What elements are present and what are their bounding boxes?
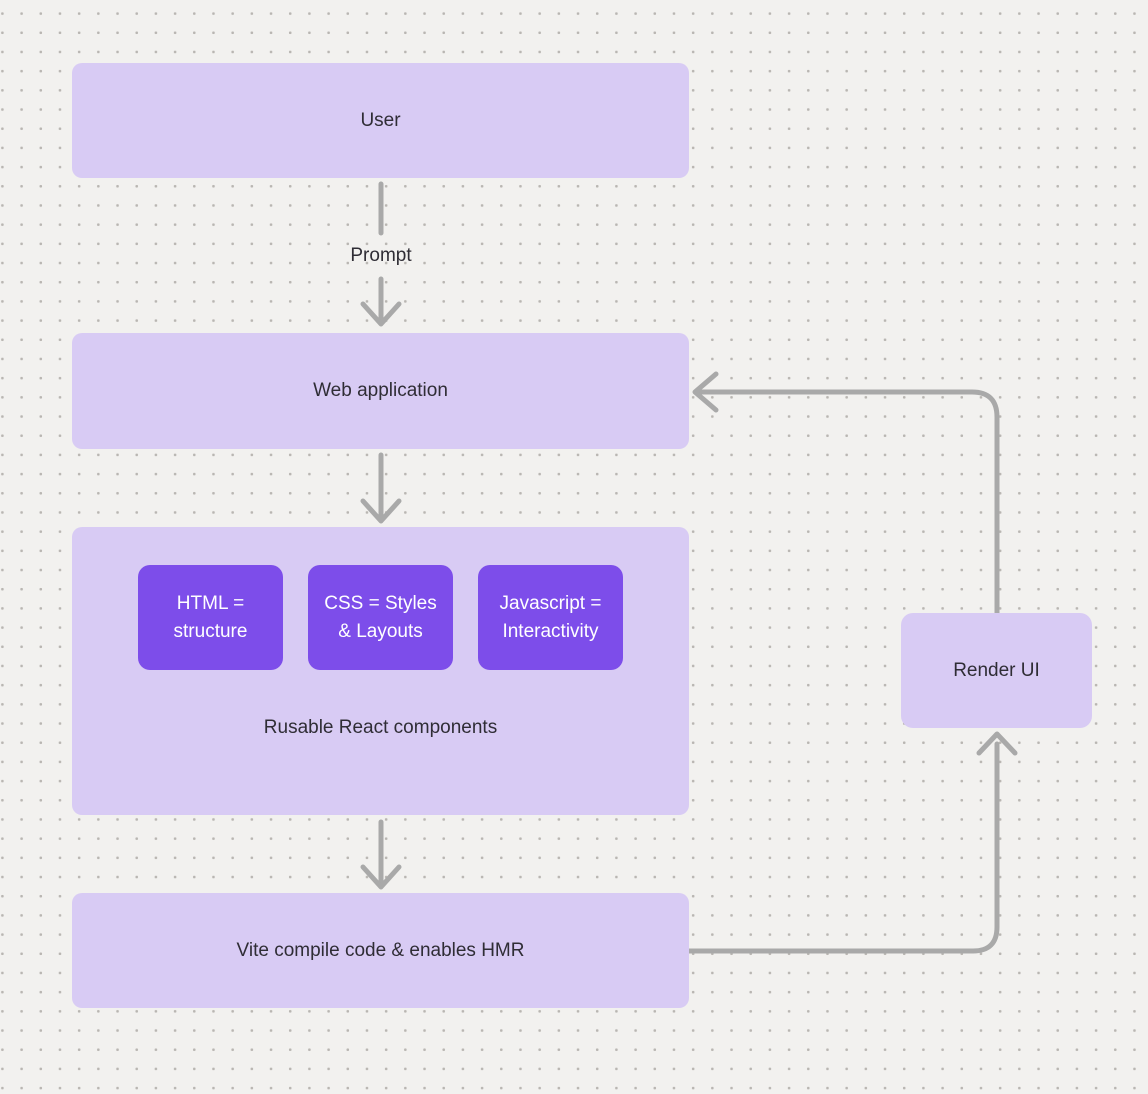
- arrowhead-down-group-icon: [360, 498, 402, 524]
- arrowhead-left-webapp-icon: [692, 371, 719, 413]
- arrowhead-up-render-icon: [976, 731, 1018, 756]
- component-javascript: Javascript = Interactivity: [478, 565, 623, 670]
- component-javascript-label: Javascript = Interactivity: [499, 592, 602, 642]
- arrowhead-down-webapp-icon: [360, 301, 402, 327]
- edge-vite-render: [686, 741, 1000, 954]
- component-html: HTML = structure: [138, 565, 283, 670]
- component-css-label: CSS = Styles & Layouts: [324, 592, 437, 642]
- edge-label-prompt: Prompt: [350, 245, 412, 266]
- node-render-ui: Render UI: [901, 613, 1092, 728]
- node-vite: Vite compile code & enables HMR: [72, 893, 689, 1008]
- edge-render-webapp: [698, 389, 1000, 618]
- node-web-application-label: Web application: [313, 380, 448, 401]
- node-render-ui-label: Render UI: [953, 659, 1040, 681]
- node-user: User: [72, 63, 689, 178]
- component-html-label: HTML = structure: [173, 592, 248, 642]
- components-group-caption: Rusable React components: [263, 717, 498, 738]
- node-web-application: Web application: [72, 333, 689, 449]
- node-vite-label: Vite compile code & enables HMR: [236, 939, 525, 961]
- component-css: CSS = Styles & Layouts: [308, 565, 453, 670]
- arrowhead-down-vite-icon: [360, 864, 402, 890]
- node-user-label: User: [360, 109, 401, 131]
